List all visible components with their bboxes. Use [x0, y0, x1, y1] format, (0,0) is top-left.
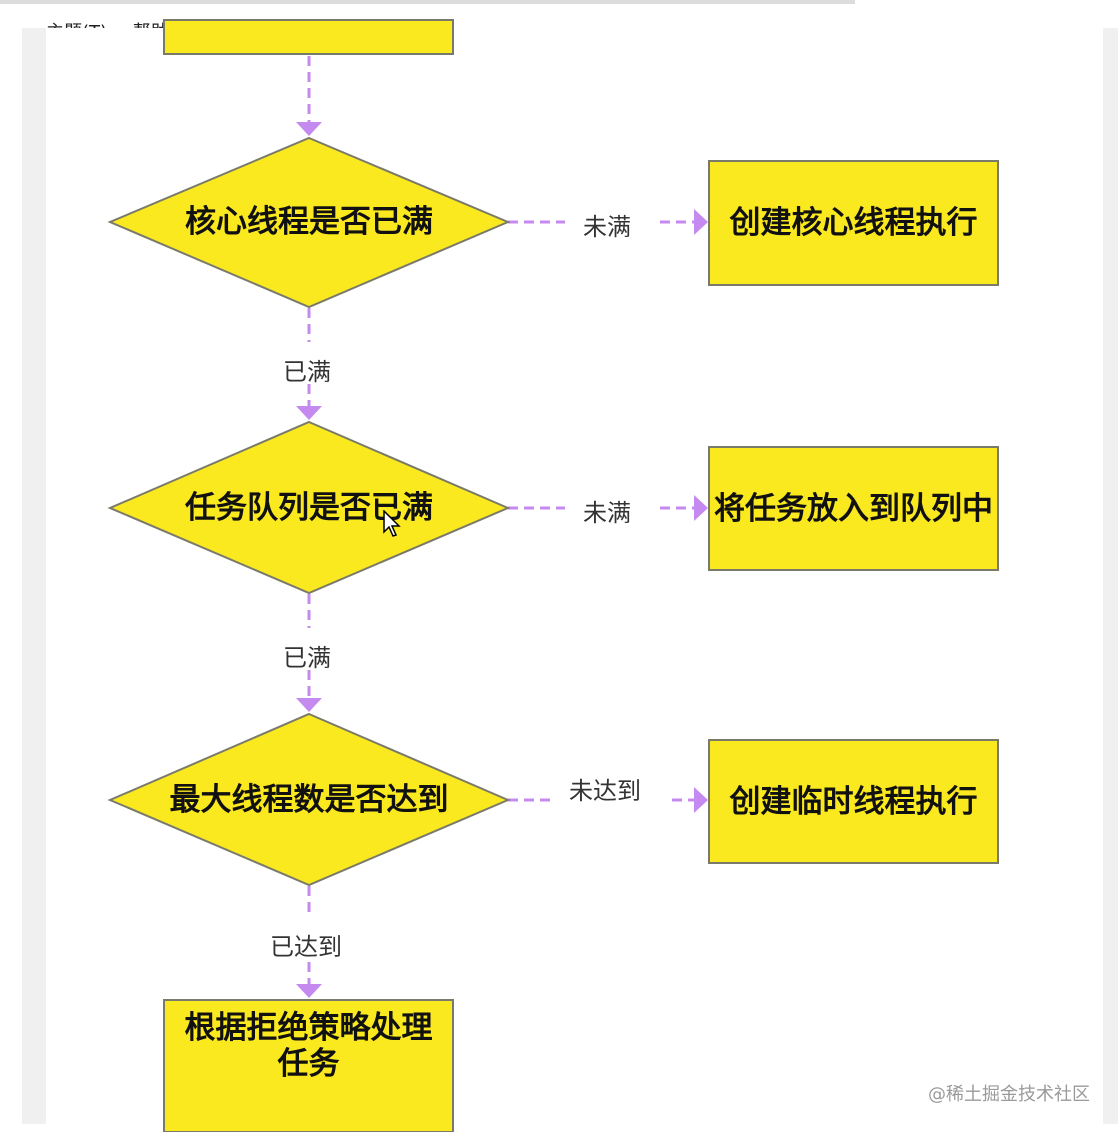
arrowhead-to-reject	[296, 984, 322, 998]
arrowhead-to-queue	[296, 406, 322, 420]
decision-core-label: 核心线程是否已满	[185, 204, 433, 240]
arrowhead-to-core	[296, 122, 322, 136]
action-reject-box	[163, 999, 454, 1132]
decision-core-diamond	[107, 136, 511, 309]
start-box	[163, 19, 454, 55]
decision-max-label: 最大线程数是否达到	[169, 782, 449, 818]
window-top-bar	[0, 0, 855, 4]
mouse-cursor-icon	[383, 510, 401, 537]
edge-label-queue-full: 已满	[283, 644, 331, 672]
watermark: @稀土掘金技术社区	[928, 1084, 1090, 1105]
action-reject-label: 根据拒绝策略处理任务	[184, 1010, 433, 1082]
action-core-label: 创建核心线程执行	[729, 205, 978, 241]
edge-label-max-not-reached: 未达到	[569, 777, 641, 805]
arrowhead-to-queue-action	[694, 495, 708, 521]
right-margin-strip	[1103, 28, 1118, 1124]
edge-label-queue-not-full: 未满	[583, 499, 631, 527]
action-temp-label: 创建临时线程执行	[729, 783, 978, 820]
edge-label-max-reached: 已达到	[270, 933, 342, 961]
menu-item-theme[interactable]: 主题(T)	[46, 18, 107, 28]
action-queue-box	[708, 446, 999, 571]
edge-label-core-full: 已满	[283, 358, 331, 386]
edge-label-core-not-full: 未满	[583, 213, 631, 241]
arrowhead-to-core-action	[694, 209, 708, 235]
action-queue-label: 将任务放入到队列中	[714, 490, 993, 527]
left-margin-strip	[22, 28, 46, 1124]
action-temp-box	[708, 739, 999, 864]
arrowhead-to-temp-action	[694, 787, 708, 813]
decision-queue-diamond	[107, 420, 511, 595]
decision-queue-label: 任务队列是否已满	[185, 490, 433, 526]
arrowhead-to-max	[296, 698, 322, 712]
action-core-box	[708, 160, 999, 286]
decision-max-diamond	[107, 712, 511, 887]
